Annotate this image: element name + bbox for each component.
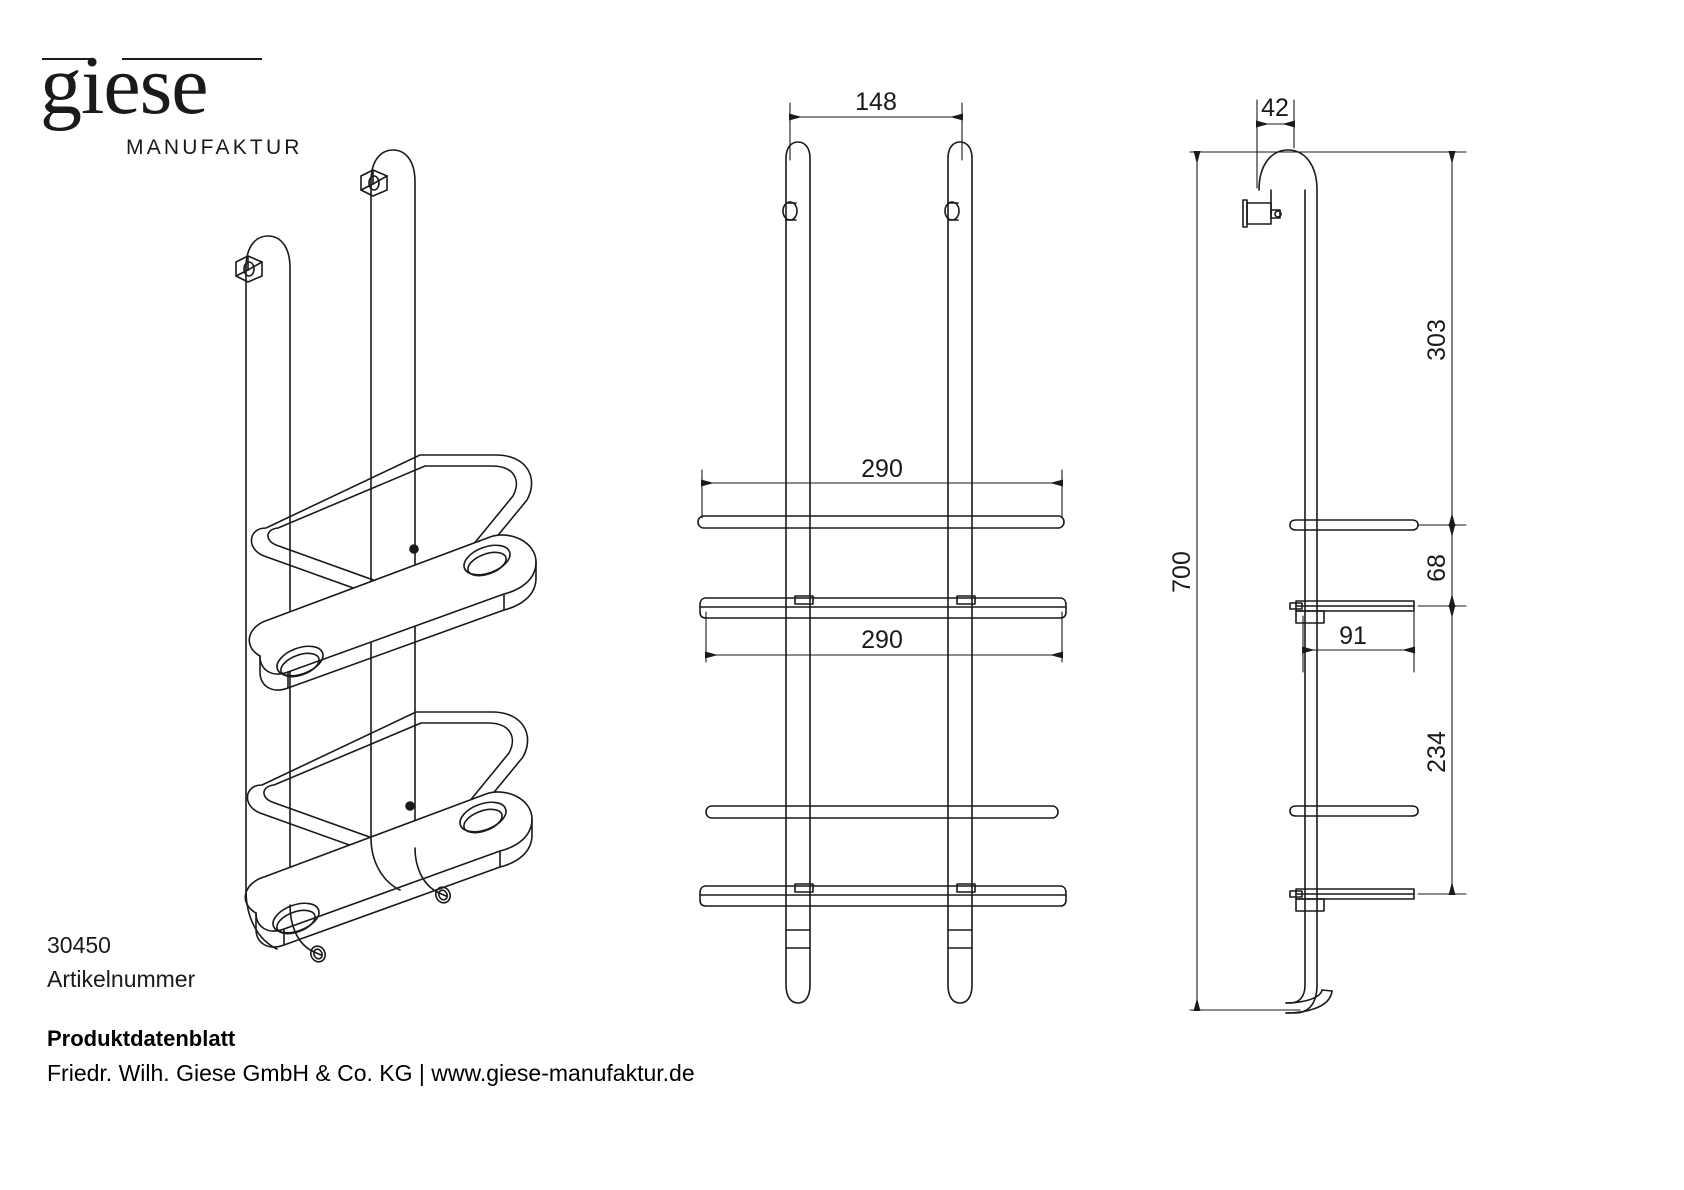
logo-rule-left [42, 58, 94, 60]
dimension-290-lower [704, 611, 1064, 663]
logo-rule-right [122, 58, 262, 60]
dimension-label-148: 148 [855, 88, 897, 116]
front-view [697, 102, 1067, 1004]
dimension-labels: 148 290 290 42 303 68 91 234 700 [855, 88, 1451, 773]
logo-submark: MANUFAKTUR [126, 136, 303, 159]
footer-block: Produktdatenblatt Friedr. Wilh. Giese Gm… [47, 1022, 947, 1090]
dimension-label-290-upper: 290 [861, 455, 903, 483]
giese-logo: giese MANUFAKTUR [40, 38, 299, 160]
dimension-label-234: 234 [1423, 731, 1451, 773]
side-view [1189, 99, 1467, 1014]
dimension-label-303: 303 [1423, 319, 1451, 361]
article-number-label: Artikelnummer [47, 966, 196, 992]
dimension-label-68: 68 [1423, 554, 1451, 582]
dimension-label-42: 42 [1261, 94, 1289, 122]
dimension-label-700: 700 [1168, 551, 1196, 593]
dimension-label-290-lower: 290 [861, 626, 903, 654]
dimension-42 [1255, 99, 1296, 189]
article-number: 30450 [47, 932, 111, 958]
footer-title: Produktdatenblatt [47, 1026, 236, 1051]
dimension-label-91: 91 [1339, 622, 1367, 650]
logo-wordmark: giese [40, 39, 209, 132]
isometric-view [235, 149, 537, 963]
dimension-91 [1301, 610, 1416, 673]
footer-company-line: Friedr. Wilh. Giese GmbH & Co. KG | www.… [47, 1060, 695, 1086]
dimension-290-upper [700, 469, 1064, 519]
article-block: 30450 Artikelnummer [47, 928, 367, 996]
dimension-148 [788, 102, 964, 161]
dimension-700 [1189, 150, 1301, 1012]
